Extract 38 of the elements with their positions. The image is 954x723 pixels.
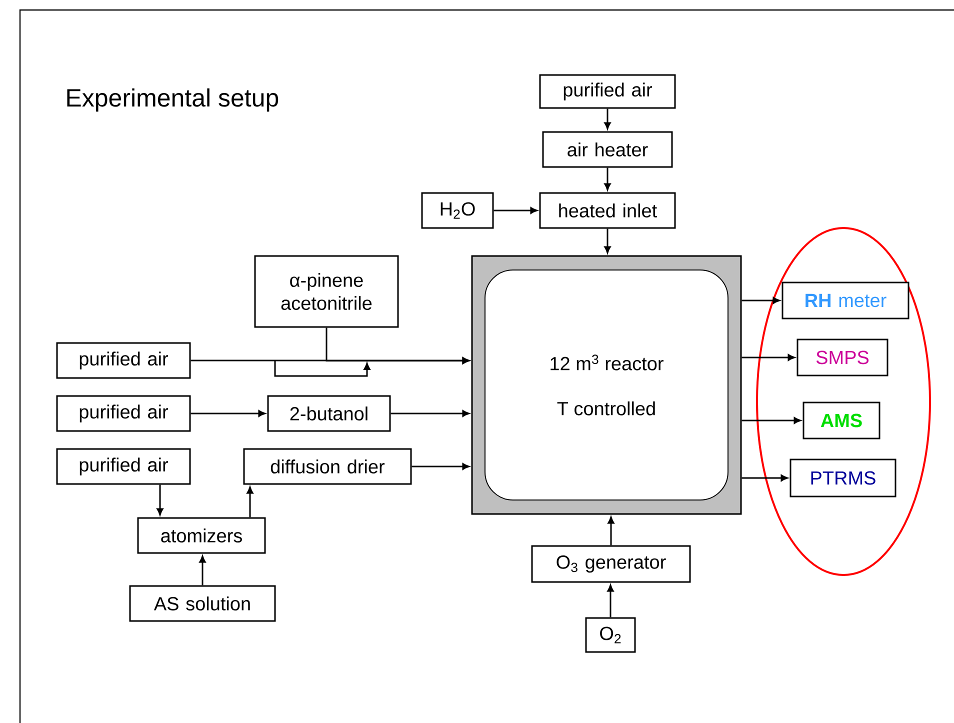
arrow xyxy=(742,354,795,361)
arrow xyxy=(607,584,614,618)
arrow xyxy=(604,228,611,254)
reactor-box: 12 m$^{3}$ reactor T controlled xyxy=(471,255,742,515)
arrow xyxy=(190,410,266,417)
box: 2-butanol xyxy=(267,395,391,432)
box: H$_{2}$O xyxy=(421,192,494,229)
arrow xyxy=(604,168,611,190)
box: purified air xyxy=(56,448,191,485)
box: atomizers xyxy=(137,517,266,554)
arrow xyxy=(604,108,611,130)
box: AS solution xyxy=(129,585,276,622)
box: α-pinene acetonitrile xyxy=(254,255,399,328)
box: SMPS xyxy=(796,338,888,376)
box: air heater xyxy=(542,131,673,168)
box: O$_{2}$ xyxy=(585,617,636,653)
box: PTRMS xyxy=(790,458,896,498)
box: O$_{3}$ generator xyxy=(531,545,691,583)
box: heated inlet xyxy=(539,192,676,229)
arrow xyxy=(246,486,254,518)
arrow xyxy=(390,410,470,417)
arrow xyxy=(494,207,538,214)
title: Experimental setup xyxy=(67,88,278,112)
arrow xyxy=(608,516,614,546)
arrow xyxy=(742,474,788,482)
arrow xyxy=(742,417,801,424)
box: diffusion drier xyxy=(243,448,412,485)
arrow xyxy=(742,297,780,304)
box: AMS xyxy=(802,402,880,440)
arrow xyxy=(156,484,164,516)
arrow xyxy=(199,556,206,586)
box: purified air xyxy=(56,342,191,379)
box: RH meter xyxy=(782,282,910,320)
box: purified air xyxy=(56,395,191,432)
instrument-ellipse xyxy=(756,227,931,576)
arrow xyxy=(190,357,470,364)
box: purified air xyxy=(539,74,676,109)
arrow xyxy=(412,463,470,470)
